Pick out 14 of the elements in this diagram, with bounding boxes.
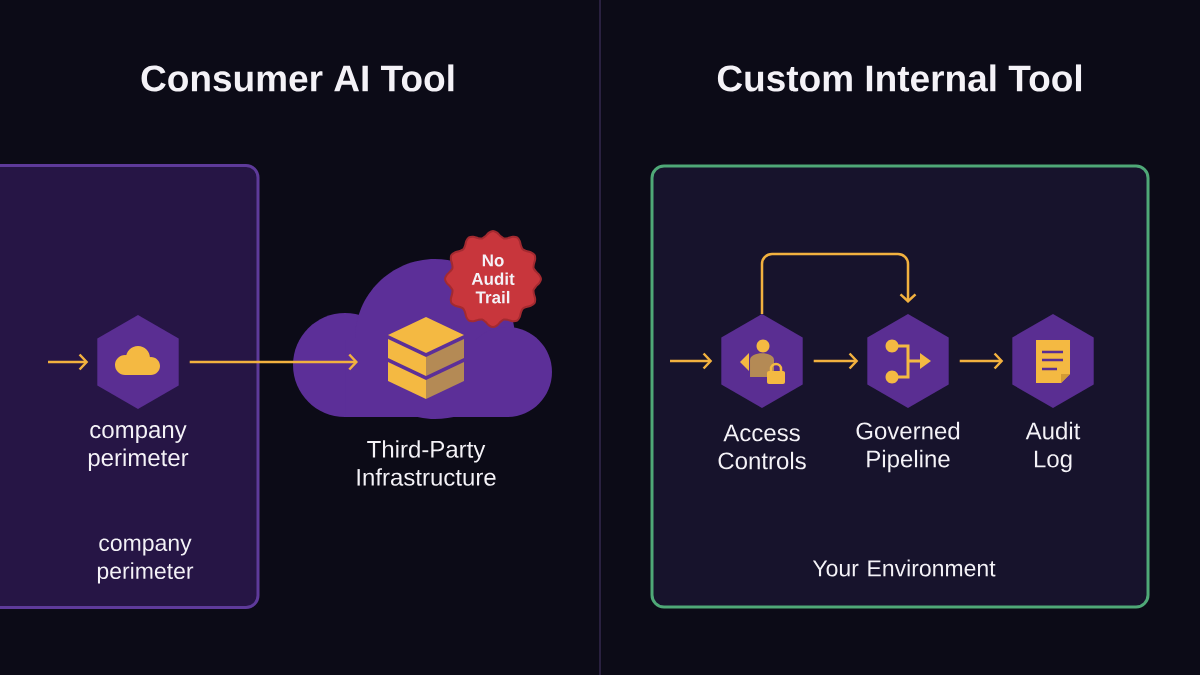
arrow [48,353,89,371]
arrow [670,352,713,370]
arrow [760,252,917,314]
heading: Consumer AI Tool [141,64,454,92]
arrow [813,352,859,370]
node-label: Third-Party Infrastructure [357,440,496,486]
badge: No Audit Trail [444,230,542,328]
node-label: Governed Pipeline [856,421,960,473]
heading: Custom Internal Tool [717,64,1082,92]
node-label: Access Controls [718,424,806,470]
arrow [189,353,358,371]
arrow [959,352,1004,370]
node-label: company perimeter [88,425,189,471]
node-label: Audit Log [1025,421,1081,473]
